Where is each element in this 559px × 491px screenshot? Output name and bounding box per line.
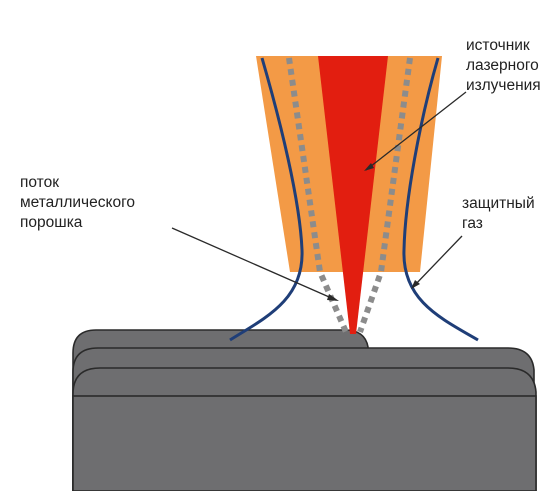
gas-stream-left: [229, 57, 304, 342]
substrate: [72, 395, 537, 491]
arrow-shielding-gas-head: [411, 280, 420, 289]
label-shielding-gas-line-1: защитный: [462, 195, 535, 212]
label-shielding-gas: защитный газ: [462, 195, 539, 232]
label-laser-source-line-2: лазерного: [466, 57, 539, 74]
arrow-laser-source: [365, 91, 467, 171]
powder-flow-right: [357, 57, 413, 333]
laser-beam: [318, 56, 388, 334]
arrow-shielding-gas: [412, 235, 463, 288]
arrow-powder-flow: [171, 227, 337, 301]
label-laser-source-line-3: излучения: [466, 77, 541, 94]
label-powder-flow-line-3: порошка: [20, 214, 83, 231]
label-powder-flow-line-2: металлического: [20, 194, 135, 211]
label-laser-source-line-1: источник: [466, 37, 530, 54]
label-laser-source: источник лазерного излучения: [466, 37, 543, 94]
arrow-powder-flow-head: [327, 294, 339, 301]
label-powder-flow-line-1: поток: [20, 174, 59, 191]
pointer-arrows: [171, 91, 467, 301]
label-shielding-gas-line-2: газ: [462, 215, 483, 232]
arrow-laser-source-head: [364, 163, 374, 171]
workpiece: [72, 329, 537, 491]
gas-stream-right: [402, 57, 479, 342]
label-powder-flow: поток металлического порошка: [20, 174, 139, 231]
